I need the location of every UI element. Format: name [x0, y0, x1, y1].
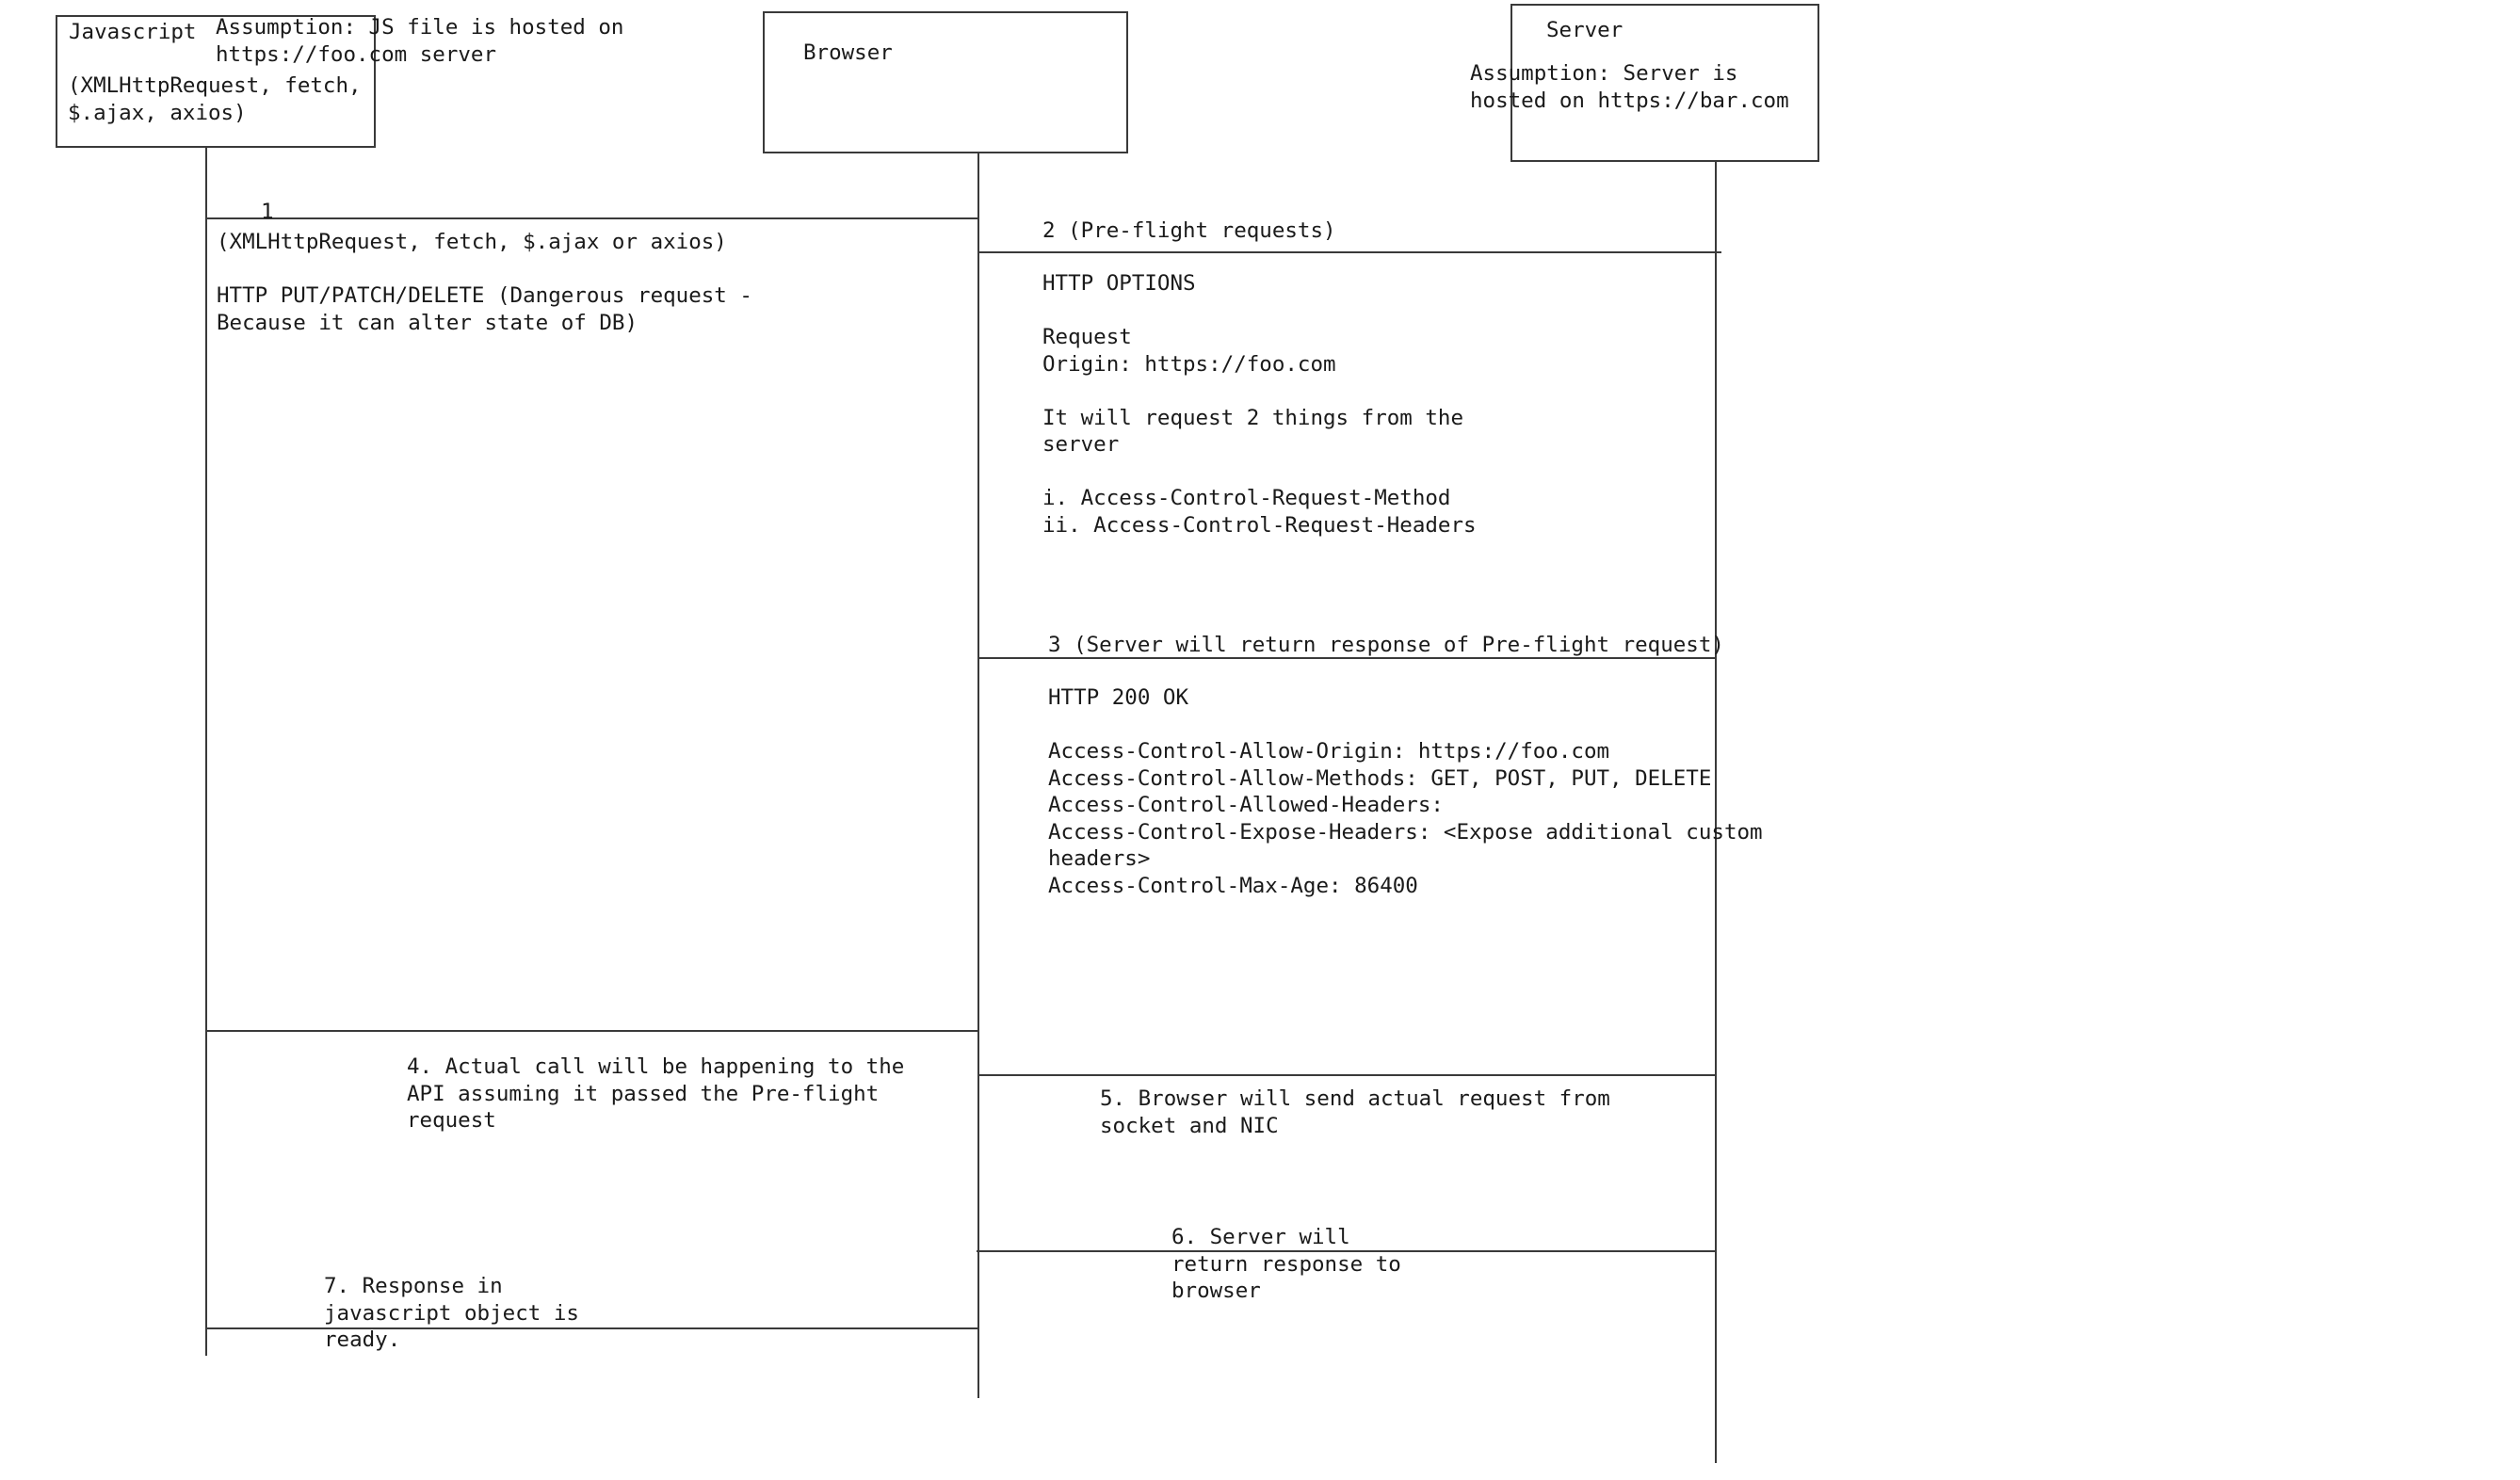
message-2-text: HTTP OPTIONS Request Origin: https://foo…	[1042, 271, 1477, 538]
message-3-text: HTTP 200 OK Access-Control-Allow-Origin:…	[1048, 685, 1763, 898]
javascript-participant-box	[56, 15, 376, 148]
message-7-line	[207, 1327, 977, 1329]
server-assumption-note: Assumption: Server is hosted on https://…	[1470, 61, 1789, 113]
message-4-text: 4. Actual call will be happening to the …	[407, 1054, 905, 1133]
message-1-text: (XMLHttpRequest, fetch, $.ajax or axios)…	[217, 230, 752, 335]
server-lifeline	[1715, 162, 1717, 1463]
message-7-text: 7. Response in javascript object is read…	[324, 1274, 579, 1352]
javascript-participant-title: Javascript	[69, 20, 197, 44]
message-3-line	[978, 657, 1716, 659]
browser-lifeline	[977, 153, 979, 1398]
browser-participant-title: Browser	[803, 40, 893, 65]
message-5-text: 5. Browser will send actual request from…	[1100, 1086, 1610, 1138]
message-2-line	[978, 251, 1721, 253]
message-3-heading: 3 (Server will return response of Pre-fl…	[1048, 633, 1724, 657]
message-5-line	[978, 1074, 1716, 1076]
message-4-line	[207, 1030, 978, 1032]
server-participant-title: Server	[1546, 18, 1623, 42]
message-1-line	[207, 217, 978, 219]
javascript-lifeline	[205, 148, 207, 1356]
message-2-heading: 2 (Pre-flight requests)	[1042, 218, 1336, 243]
message-6-text: 6. Server will return response to browse…	[1171, 1225, 1401, 1303]
browser-participant-box	[763, 11, 1128, 153]
message-1-number: 1	[261, 200, 274, 224]
javascript-apis-label: (XMLHttpRequest, fetch, $.ajax, axios)	[68, 73, 362, 125]
message-6-line	[977, 1250, 1716, 1252]
server-participant-box	[1510, 4, 1819, 162]
javascript-assumption-note: Assumption: JS file is hosted on https:/…	[216, 15, 624, 67]
